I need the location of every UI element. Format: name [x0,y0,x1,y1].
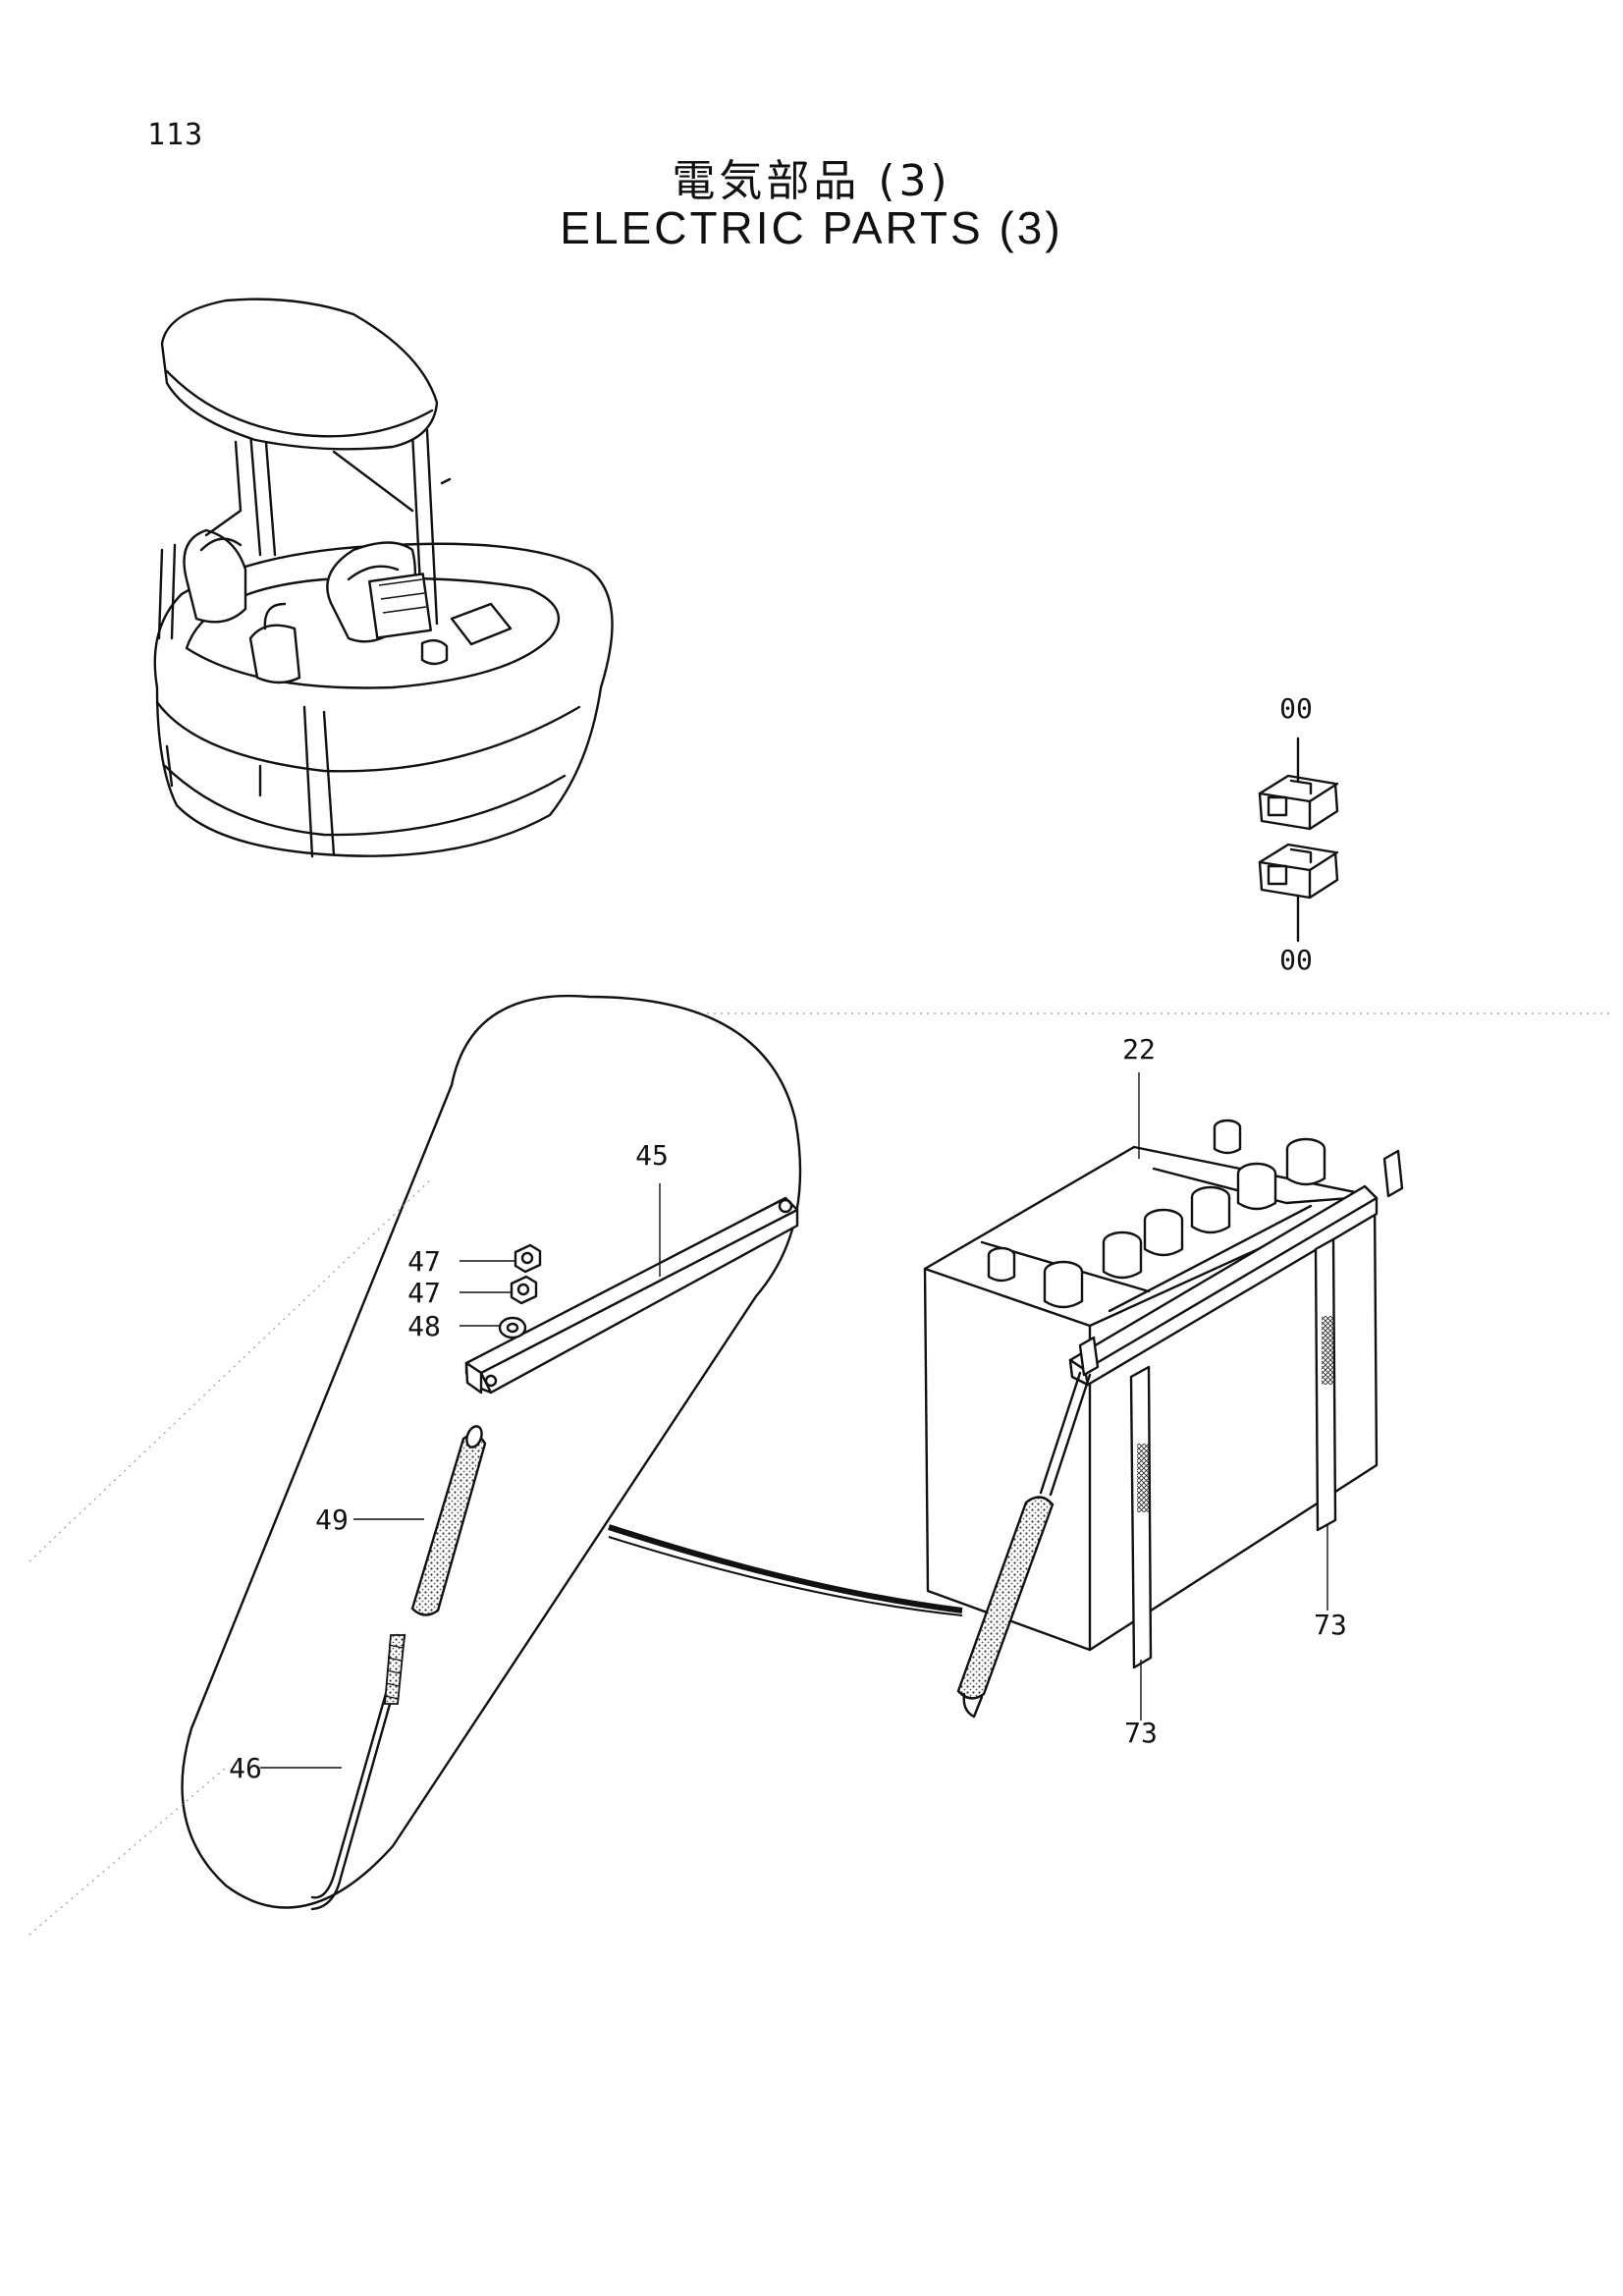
part-47-nut-lower [510,1275,538,1305]
page-title-english: ELECTRIC PARTS (3) [560,202,1063,253]
page-number: 113 [147,118,204,152]
machine-overview-illustration [153,298,614,858]
callout-46: 46 [229,1752,262,1784]
part-46-hook-rod [310,1633,406,1911]
callout-48: 48 [407,1310,441,1342]
callout-49: 49 [315,1503,349,1536]
detail-bubble-hold-down [181,994,963,1911]
part-47-nut-upper [514,1243,542,1274]
callout-00-top: 00 [1279,692,1313,725]
fuse-lower [1258,843,1339,900]
callout-47-lower: 47 [407,1277,441,1309]
page-title-japanese: 電気部品 (3) [672,156,951,206]
callout-45: 45 [635,1139,669,1172]
part-48-washer [498,1316,527,1339]
callout-47-upper: 47 [407,1245,441,1278]
part-45-hold-down-bar [464,1196,799,1394]
callout-00-bottom: 00 [1279,944,1313,976]
part-49-sleeve [410,1425,487,1616]
fuse-upper [1258,774,1339,831]
fuse-assembly [1258,737,1339,943]
callout-22: 22 [1122,1033,1156,1066]
callout-73-right: 73 [1314,1609,1347,1641]
callout-73-bottom: 73 [1124,1717,1158,1749]
battery-cell-caps [1043,1137,1326,1309]
part-22-battery [923,1119,1404,1719]
